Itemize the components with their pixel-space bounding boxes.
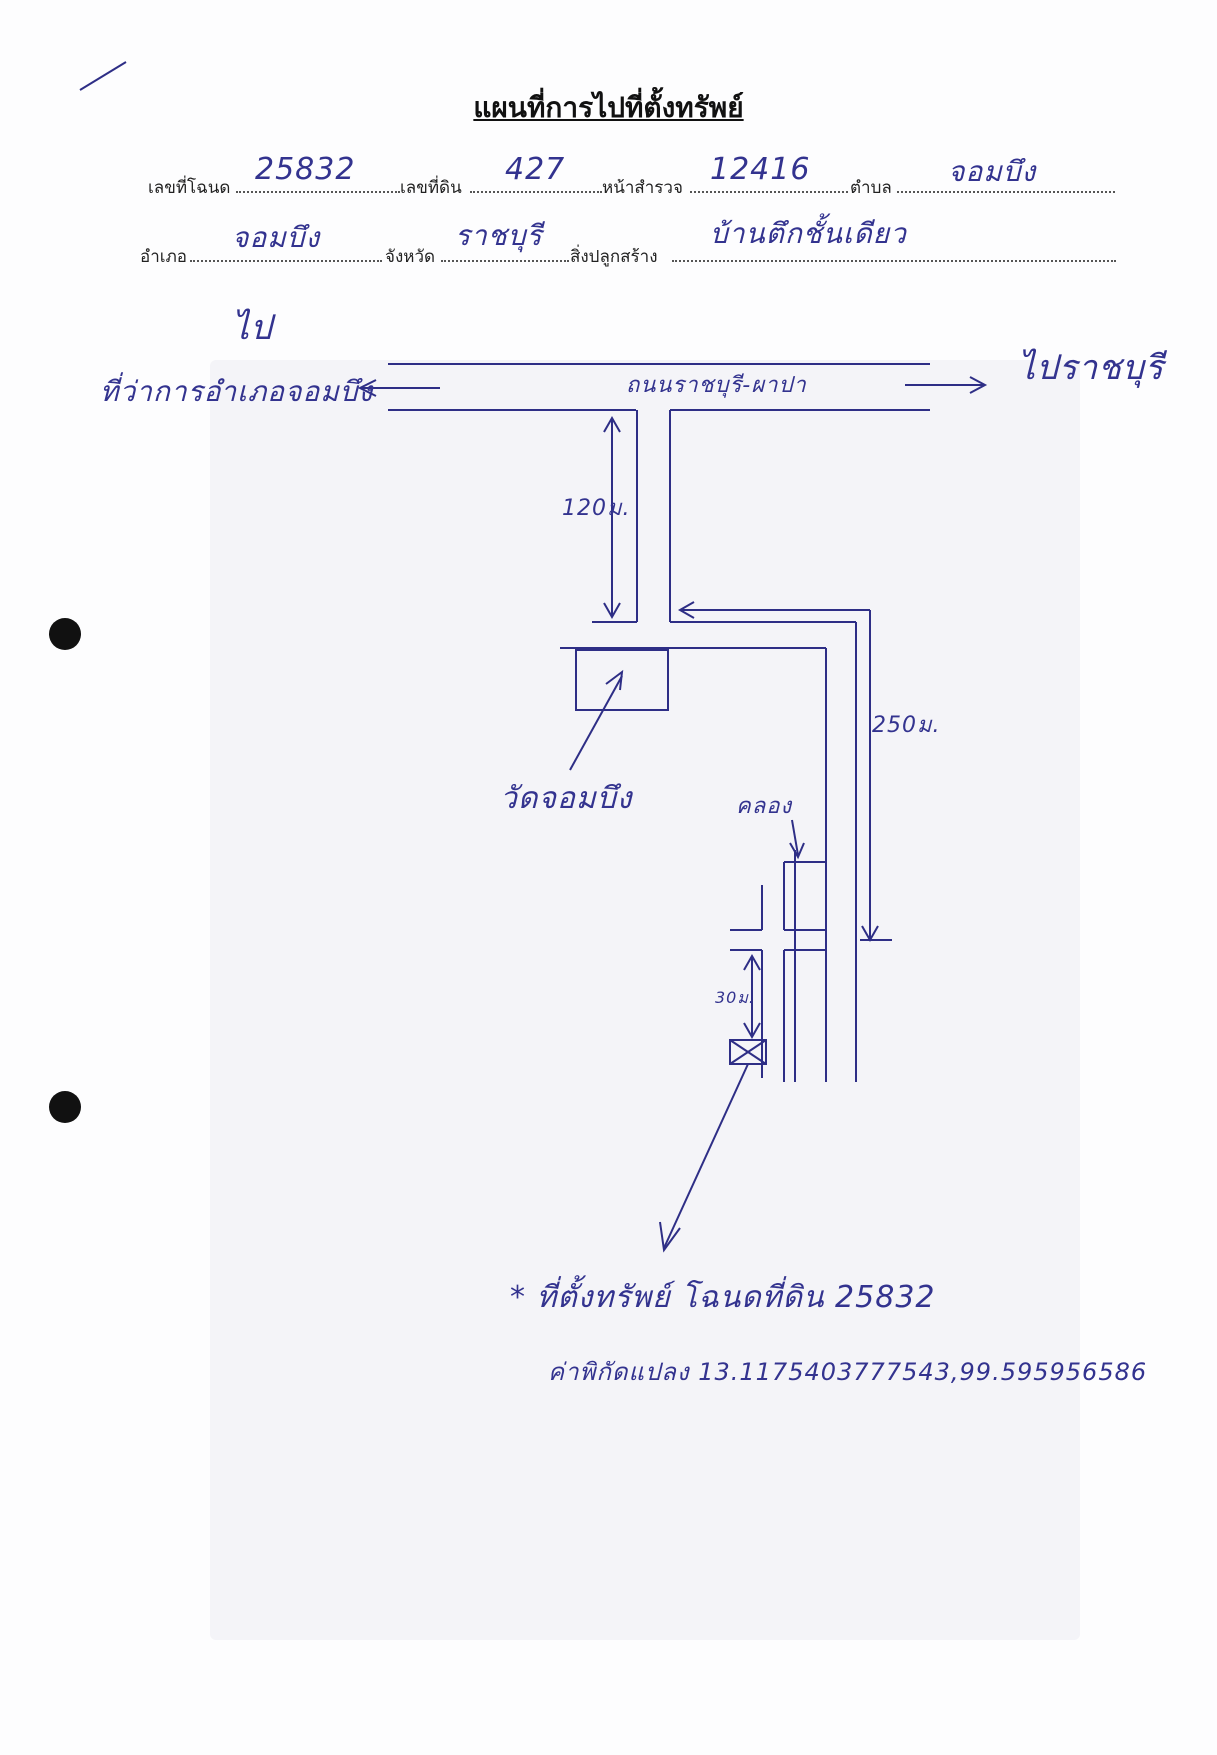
land-no-line (470, 191, 602, 193)
survey-page-label: หน้าสำรวจ (602, 178, 683, 198)
building-line (672, 260, 1116, 262)
temple-label: วัดจอมบึง (500, 781, 633, 816)
survey-page-line (690, 191, 848, 193)
corner-mark (79, 61, 127, 91)
district-line (190, 260, 382, 262)
temple-box (575, 649, 669, 711)
building-label: สิ่งปลูกสร้าง (570, 247, 658, 267)
distance-250m: 250ม. (872, 713, 941, 738)
soi-road (560, 410, 857, 1082)
deed-no-line (236, 191, 400, 193)
punch-hole-bottom (49, 1091, 81, 1123)
punch-hole-top (49, 618, 81, 650)
document-title: แผนที่การไปที่ตั้งทรัพย์ (473, 91, 744, 124)
property-marker (729, 1039, 767, 1065)
property-pointer (659, 1063, 749, 1253)
deed-no-value: 25832 (255, 152, 356, 187)
dimension-120m (603, 415, 621, 620)
scan-shading (210, 360, 1080, 1640)
arrow-right (905, 376, 988, 394)
road-name: ถนนราชบุรี-ผาปา (626, 373, 807, 398)
dimension-30m (743, 953, 761, 1040)
survey-page-value: 12416 (710, 152, 811, 187)
district-label: อำเภอ (140, 247, 187, 267)
building-value: บ้านตึกชั้นเดียว (710, 217, 907, 250)
district-value: จอมบึง (232, 221, 321, 254)
to-label: ไป (232, 308, 273, 348)
land-no-value: 427 (505, 152, 566, 187)
canal (730, 850, 826, 1082)
province-value: ราชบุรี (455, 219, 543, 252)
right-destination: ไปราชบุรี (1018, 348, 1164, 388)
subdistrict-label: ตำบล (850, 178, 892, 198)
distance-120m: 120ม. (562, 496, 631, 521)
distance-30m: 30ม. (715, 988, 755, 1007)
property-note: * ที่ตั้งทรัพย์ โฉนดที่ดิน 25832 (510, 1280, 936, 1315)
province-label: จังหวัด (385, 247, 436, 267)
arrow-left (357, 379, 440, 397)
subdistrict-line (897, 191, 1115, 193)
dimension-250m (677, 601, 892, 943)
temple-pointer (569, 669, 624, 771)
land-no-label: เลขที่ดิน (400, 178, 462, 198)
coordinates: ค่าพิกัดแปลง 13.1175403777543,99.5959565… (548, 1358, 1148, 1386)
canal-pointer (789, 819, 805, 860)
canal-label: คลอง (736, 794, 793, 819)
main-road (388, 363, 930, 411)
left-destination: ที่ว่าการอำเภอจอมบึง (100, 375, 374, 408)
subdistrict-value: จอมบึง (948, 155, 1037, 188)
province-line (441, 260, 569, 262)
deed-no-label: เลขที่โฉนด (148, 178, 231, 198)
